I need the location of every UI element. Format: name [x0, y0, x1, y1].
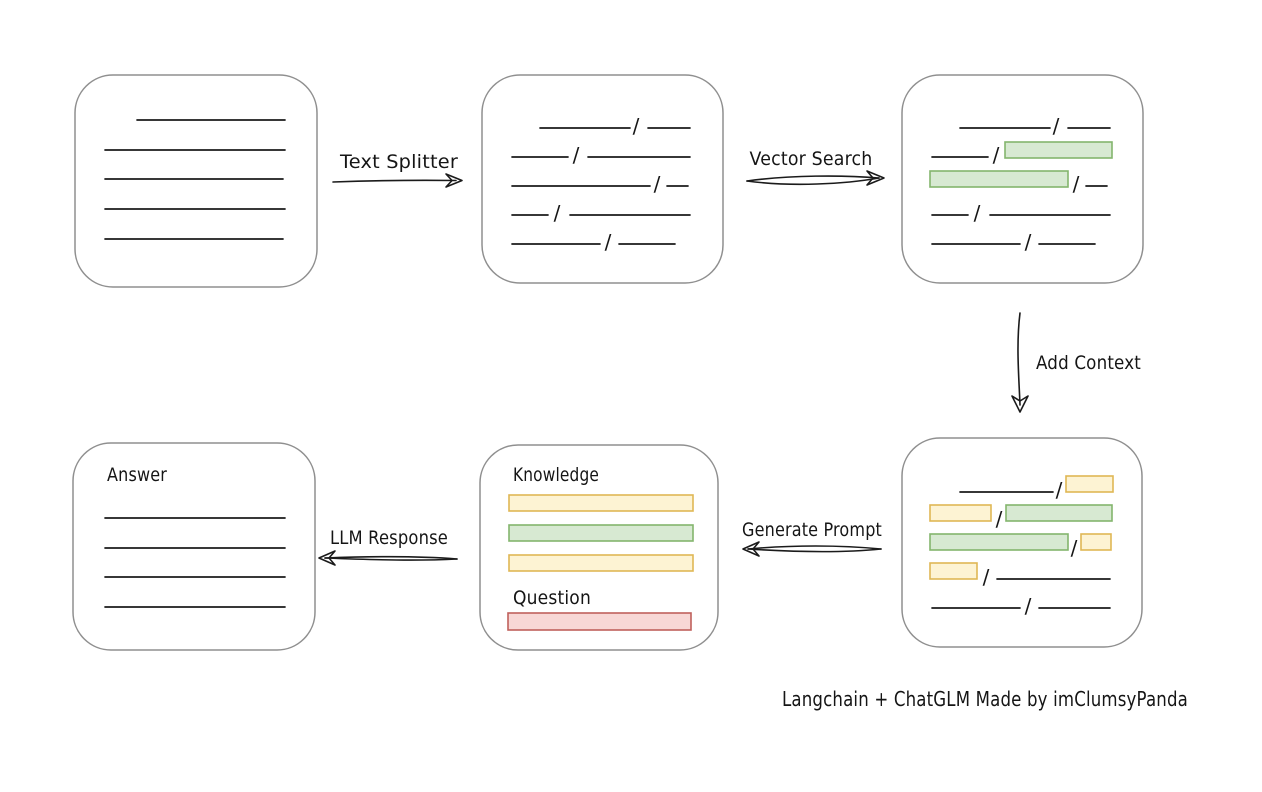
node-matched-chunks: / / / / /	[901, 74, 1144, 284]
knowledge-chunk-green	[508, 524, 694, 542]
edge-label: Text Splitter	[339, 151, 458, 173]
slash-glyph: /	[1071, 536, 1078, 560]
node-source-document	[74, 74, 318, 288]
slash-glyph: /	[633, 114, 640, 138]
node-split-chunks: / / / / /	[481, 74, 724, 284]
knowledge-chunk-yellow	[508, 494, 694, 512]
arrow-head	[742, 541, 760, 557]
answer-title: Answer	[107, 464, 167, 486]
slash-glyph: /	[993, 143, 1000, 167]
slash-glyph: /	[983, 565, 990, 589]
arrow-line	[747, 545, 882, 550]
arrow-line	[332, 179, 457, 183]
node-box	[74, 74, 318, 288]
arrow-line	[747, 548, 882, 553]
slash-glyph: /	[996, 507, 1003, 531]
slash-glyph: /	[605, 230, 612, 254]
knowledge-chunk-yellow	[508, 554, 694, 572]
arrow-line	[746, 177, 880, 186]
node-box	[481, 74, 724, 284]
node-answer: Answer	[72, 442, 316, 651]
green-chunk	[929, 533, 1069, 551]
slash-glyph: /	[1025, 230, 1032, 254]
arrow-head	[445, 173, 463, 188]
edge-label: LLM Response	[330, 527, 448, 549]
diagram-caption: Langchain + ChatGLM Made by imClumsyPand…	[782, 687, 1188, 711]
arrow-line	[1017, 312, 1021, 406]
slash-glyph: /	[554, 201, 561, 225]
arrow-head	[318, 550, 336, 566]
node-prompt: Knowledge Question	[479, 444, 719, 651]
arrow-line	[324, 555, 458, 560]
edge-label: Generate Prompt	[742, 519, 882, 541]
arrow-line	[746, 175, 880, 182]
green-chunk	[1005, 504, 1113, 522]
edge-label: Add Context	[1036, 352, 1141, 374]
yellow-chunk	[1080, 533, 1112, 551]
edge-generate-prompt: Generate Prompt	[742, 519, 882, 557]
yellow-chunk	[1065, 475, 1114, 493]
edge-llm-response: LLM Response	[318, 527, 458, 566]
edge-text-splitter: Text Splitter	[332, 151, 463, 188]
edge-label: Vector Search	[750, 148, 873, 170]
slash-glyph: /	[1025, 594, 1032, 618]
yellow-chunk	[929, 562, 978, 580]
slash-glyph: /	[654, 172, 661, 196]
green-chunk	[1004, 141, 1113, 159]
edge-vector-search: Vector Search	[746, 148, 885, 186]
yellow-chunk	[929, 504, 992, 522]
slash-glyph: /	[1056, 478, 1063, 502]
question-chunk-red	[507, 612, 692, 631]
slash-glyph: /	[573, 143, 580, 167]
slash-glyph: /	[1073, 172, 1080, 196]
arrow-line	[324, 557, 458, 561]
slash-glyph: /	[1053, 114, 1060, 138]
question-title: Question	[513, 587, 591, 609]
green-chunk	[929, 170, 1069, 188]
slash-glyph: /	[974, 201, 981, 225]
node-box	[72, 442, 316, 651]
arrow-head	[866, 170, 885, 186]
edge-add-context: Add Context	[1011, 312, 1141, 413]
arrow-head	[1011, 395, 1029, 413]
knowledge-title: Knowledge	[513, 464, 599, 486]
node-context-chunks: / / / / /	[901, 437, 1143, 648]
